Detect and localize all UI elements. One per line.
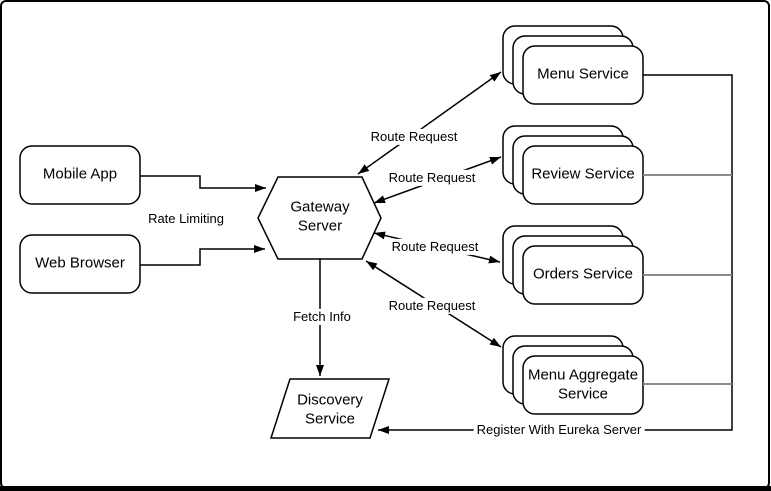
menu-service-node — [502, 25, 644, 105]
route-request-menu-edge-label: Route Request — [367, 128, 461, 146]
discovery-service-label: Discovery Service — [297, 391, 363, 427]
mobile-app-node — [19, 145, 141, 205]
web-browser-node — [19, 234, 141, 294]
review-service-node — [502, 125, 644, 205]
edge-web-browser-to-gateway — [140, 245, 265, 266]
orders-service-node — [502, 225, 644, 305]
route-request-review-edge-label: Route Request — [385, 169, 479, 187]
edge-gateway-menu-service — [357, 71, 502, 175]
mobile-app-label: Mobile App — [42, 165, 118, 183]
orders-service-label: Orders Service — [532, 265, 634, 283]
review-service-label: Review Service — [531, 165, 635, 183]
gateway-server-node — [257, 176, 382, 260]
menu-aggregate-service-node — [502, 335, 644, 415]
rate-limiting-edge-label: Rate Limiting — [145, 210, 227, 228]
menu-aggregate-service-label: Menu Aggregate Service — [527, 366, 639, 402]
gateway-server-label: Gateway Server — [290, 198, 350, 234]
fetch-info-edge-label: Fetch Info — [290, 308, 354, 326]
route-request-menu-aggregate-edge-label: Route Request — [385, 297, 479, 315]
edge-mobile-app-to-gateway — [140, 175, 266, 192]
register-with-eureka-edge-label: Register With Eureka Server — [473, 421, 645, 439]
discovery-service-node — [269, 378, 391, 439]
menu-service-label: Menu Service — [537, 65, 629, 83]
web-browser-label: Web Browser — [35, 254, 125, 272]
route-request-orders-edge-label: Route Request — [388, 238, 482, 256]
